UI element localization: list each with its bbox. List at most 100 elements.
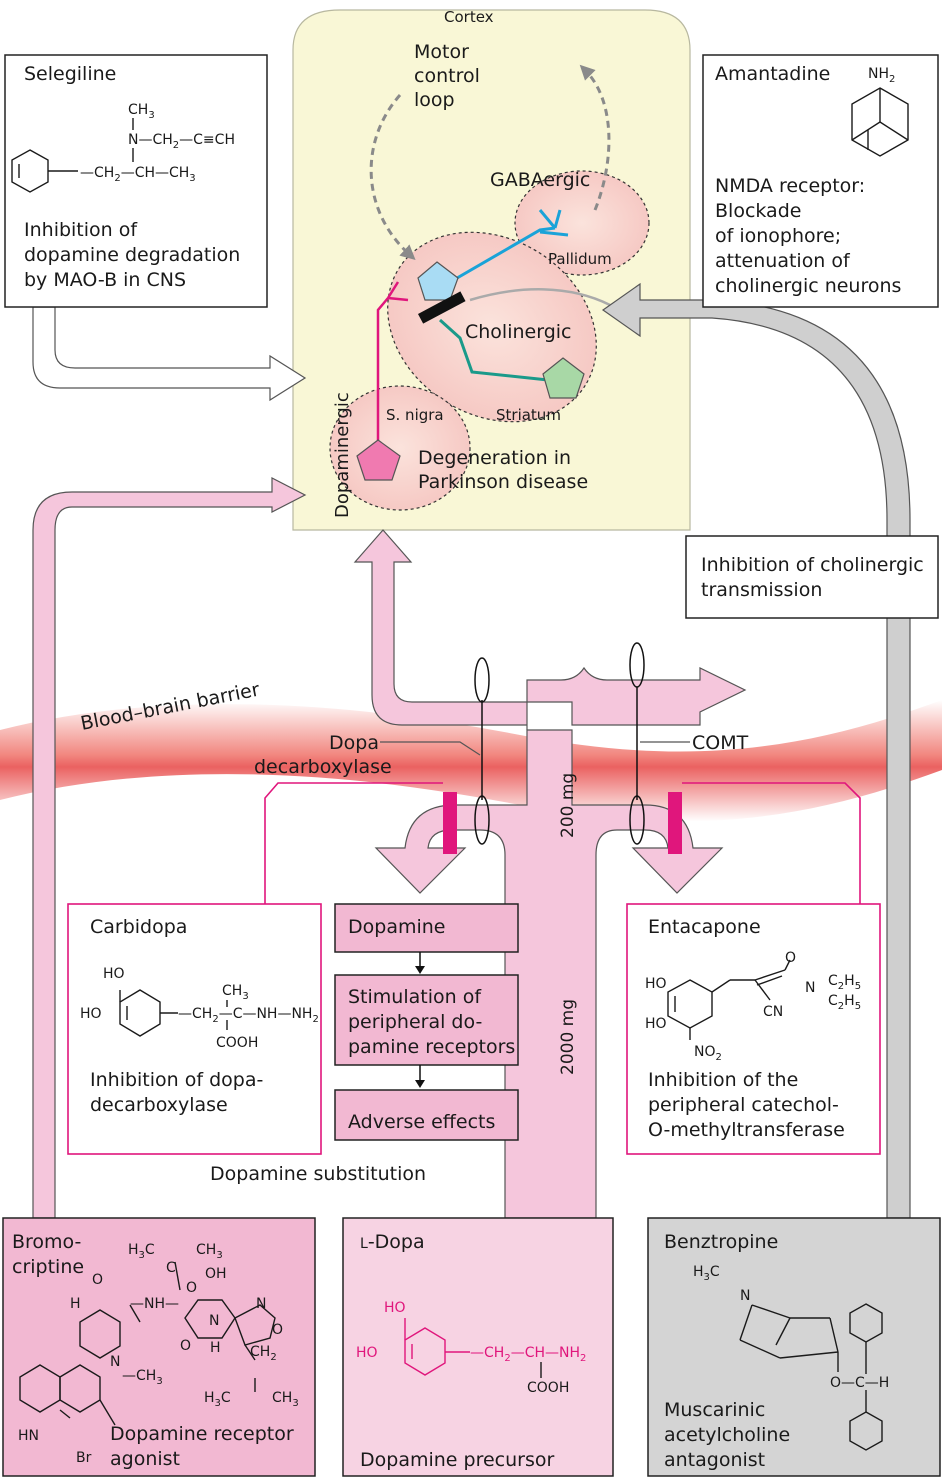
bromocriptine-nch3: —CH3 xyxy=(122,1368,163,1387)
stimulation-box xyxy=(334,974,519,1066)
motor-loop-label-2: control xyxy=(414,65,480,87)
bromocriptine-h3c-top: H3C xyxy=(128,1242,155,1261)
chain-arrowhead-2 xyxy=(415,1080,425,1088)
carbidopa-ho1: HO xyxy=(103,966,125,982)
carbidopa-chain: —CH2—C—NH—NH2 xyxy=(178,1006,319,1025)
bromocriptine-o3: O xyxy=(180,1338,191,1354)
benztropine-desc-1: Muscarinic xyxy=(664,1399,766,1421)
cortex-title: Cortex xyxy=(444,8,494,26)
comt-branch-arrow xyxy=(526,666,747,726)
entacapone-ho1: HO xyxy=(645,976,667,992)
benztropine-n: N xyxy=(740,1288,750,1304)
selegiline-ch3: CH3 xyxy=(128,102,155,121)
motor-loop-arrow-left xyxy=(369,94,416,261)
pallidum-label: Pallidum xyxy=(548,250,612,268)
amantadine-desc-3: of ionophore; xyxy=(715,225,842,247)
carbidopa-ho2: HO xyxy=(80,1006,102,1022)
motor-loop-label-1: Motor xyxy=(414,41,469,63)
adverse-label: Adverse effects xyxy=(348,1111,496,1133)
entacapone-desc-2: peripheral catechol- xyxy=(648,1094,839,1116)
bromocriptine-desc-2: agonist xyxy=(110,1448,180,1470)
entacapone-structure xyxy=(667,959,791,1040)
amantadine-box xyxy=(702,54,939,308)
motor-loop-label-3: loop xyxy=(414,89,455,111)
bromocriptine-n2: N xyxy=(256,1296,266,1312)
entacapone-title: Entacapone xyxy=(648,916,761,938)
bromocriptine-o1: O xyxy=(92,1272,103,1288)
ldopa-structure xyxy=(404,1318,470,1376)
amantadine-desc-5: cholinergic neurons xyxy=(715,275,902,297)
carbidopa-box xyxy=(67,903,322,1155)
carbidopa-structure xyxy=(119,989,228,1037)
cholinergic-gray-arrow-tail xyxy=(469,288,611,307)
striatum-label: Striatum xyxy=(496,406,561,424)
ldopa-cooh: COOH xyxy=(527,1380,569,1396)
stimulation-label-3: pamine receptors xyxy=(348,1036,516,1058)
bromocriptine-oh: OH xyxy=(205,1266,227,1282)
gabaergic-label: GABAergic xyxy=(490,169,591,191)
selegiline-bottom-chain: —CH2—CH—CH3 xyxy=(80,165,196,184)
entacapone-no2: NO2 xyxy=(694,1044,722,1063)
dopaminergic-label: Dopaminergic xyxy=(332,392,353,518)
selegiline-desc-1: Inhibition of xyxy=(24,219,138,241)
s-nigra-label: S. nigra xyxy=(386,406,444,424)
benztropine-desc-2: acetylcholine xyxy=(664,1424,791,1446)
carbidopa-desc-1: Inhibition of dopa- xyxy=(90,1069,264,1091)
stimulation-label-2: peripheral do- xyxy=(348,1011,483,1033)
amantadine-title: Amantadine xyxy=(715,63,831,85)
blood-brain-barrier-band xyxy=(0,700,942,822)
selegiline-n-chain: N—CH2—C≡CH xyxy=(128,132,235,151)
pallidum-halo xyxy=(514,170,650,276)
dopa-decarboxylase-ring-upper xyxy=(474,657,490,703)
ldopa-title: L-Dopa xyxy=(360,1231,425,1253)
synapse-block xyxy=(417,291,466,324)
carbidopa-ch3: CH3 xyxy=(222,983,249,1002)
dopamine-label: Dopamine xyxy=(348,916,446,938)
bromocriptine-title-2: criptine xyxy=(12,1256,85,1278)
amantadine-structure xyxy=(851,87,909,157)
selegiline-arrow-path xyxy=(32,306,307,402)
upper-branch-arrows xyxy=(353,529,528,730)
dopaminergic-terminal xyxy=(386,281,409,302)
bromocriptine-title-1: Bromo- xyxy=(12,1231,82,1253)
benztropine-desc-3: antagonist xyxy=(664,1449,766,1471)
bromocriptine-h2: H xyxy=(210,1340,221,1356)
gabaergic-axon xyxy=(444,226,556,287)
selegiline-desc-2: dopamine degradation xyxy=(24,244,241,266)
benztropine-o-ch-h: O—C—H xyxy=(830,1375,889,1391)
benztropine-structure xyxy=(739,1303,883,1451)
dopaminergic-axon xyxy=(376,297,389,440)
bromocriptine-desc-1: Dopamine receptor xyxy=(110,1423,294,1445)
cholinergic-neuron-body xyxy=(542,357,585,399)
entacapone-n: N xyxy=(805,980,815,996)
bromocriptine-h3c-bot: H3C xyxy=(204,1390,231,1409)
bromocriptine-c: C xyxy=(166,1260,176,1276)
comt-label: COMT xyxy=(692,732,749,754)
amantadine-desc-1: NMDA receptor: xyxy=(715,175,866,197)
inhibition-cholinergic-box xyxy=(685,535,939,619)
degeneration-label-2: Parkinson disease xyxy=(418,471,589,493)
adverse-box xyxy=(334,1089,519,1141)
dopamine-substitution-caption: Dopamine substitution xyxy=(210,1163,427,1185)
carbidopa-title: Carbidopa xyxy=(90,916,188,938)
bromocriptine-box xyxy=(2,1217,316,1477)
ldopa-ho2: HO xyxy=(356,1345,378,1361)
carbidopa-connector xyxy=(264,782,443,905)
entacapone-cn: CN xyxy=(763,1004,783,1020)
cholinergic-axon xyxy=(438,318,549,382)
bromocriptine-n3: N xyxy=(110,1354,120,1370)
benztropine-title: Benztropine xyxy=(664,1231,779,1253)
bromocriptine-ch3-bot: CH3 xyxy=(272,1390,299,1409)
inhibition-cholinergic-2: transmission xyxy=(701,579,823,601)
cholinergic-label: Cholinergic xyxy=(465,321,572,343)
entacapone-c2h5a: C2H5 xyxy=(828,973,861,992)
entacapone-c2h5b: C2H5 xyxy=(828,993,861,1012)
gabaergic-terminal xyxy=(538,209,569,237)
motor-loop-arrow-right xyxy=(579,64,611,211)
bromocriptine-ch3-top: CH3 xyxy=(196,1242,223,1261)
bromocriptine-o2: O xyxy=(186,1280,197,1296)
benztropine-box xyxy=(647,1217,941,1477)
bromocriptine-o4: O xyxy=(272,1322,283,1338)
entacapone-desc-1: Inhibition of the xyxy=(648,1069,799,1091)
bromocriptine-h1: H xyxy=(70,1296,81,1312)
